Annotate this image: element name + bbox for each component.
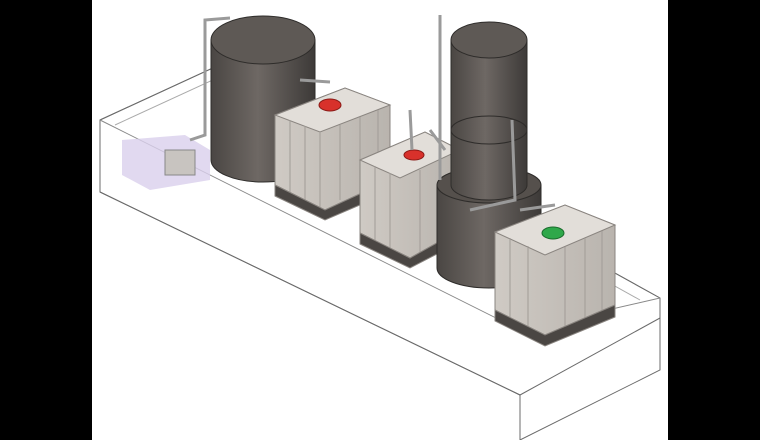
storage-tank-tall xyxy=(436,15,556,289)
green-cap xyxy=(541,226,565,240)
red-cap xyxy=(403,149,425,161)
ibc-container-2 xyxy=(358,109,462,269)
pump-unit xyxy=(122,135,210,190)
ibc-container-3 xyxy=(493,204,617,347)
red-cap xyxy=(318,98,342,112)
